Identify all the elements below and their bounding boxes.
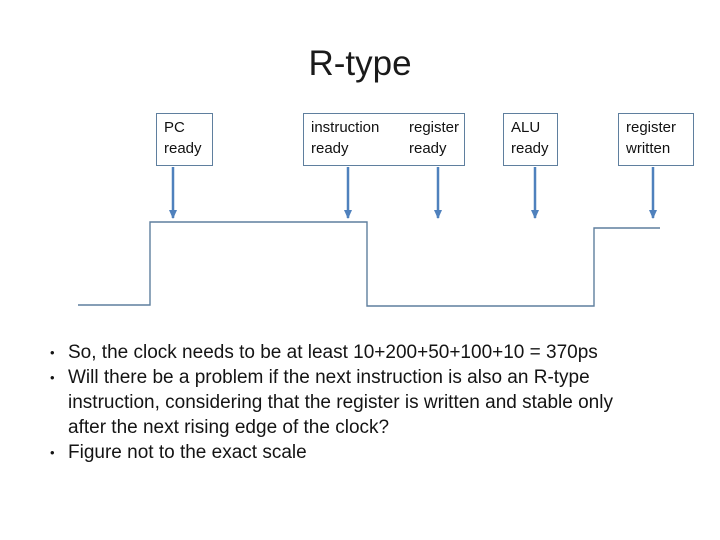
signal-box-alu-ready: ALU ready: [503, 113, 558, 166]
signal-label-line: instruction: [311, 119, 380, 136]
signal-box-pc-ready: PC ready: [156, 113, 213, 166]
bullet-text: Figure not to the exact scale: [68, 442, 307, 463]
bullet-text: Will there be a problem if the next inst…: [68, 367, 590, 388]
signal-label-line: ALU: [511, 119, 541, 136]
signal-box-instruction-ready: instruction ready: [303, 113, 403, 166]
slide-title: R-type: [308, 44, 412, 83]
signal-label-line: ready: [409, 140, 447, 157]
signal-label-line: ready: [511, 140, 549, 157]
clock-waveform: [78, 221, 660, 307]
bullet-list: • So, the clock needs to be at least 10+…: [40, 340, 700, 465]
bullet-text: So, the clock needs to be at least 10+20…: [68, 342, 598, 363]
signal-box-register-ready: register ready: [402, 113, 465, 166]
bullet-dot-icon: •: [50, 345, 55, 360]
bullet-dot-icon: •: [50, 445, 55, 460]
bullet-text-continuation: after the next rising edge of the clock?: [68, 417, 390, 438]
signal-box-register-written: register written: [618, 113, 694, 166]
bullet-text-continuation: instruction, considering that the regist…: [68, 392, 613, 413]
signal-label-line: ready: [164, 140, 202, 157]
signal-label-line: written: [626, 140, 671, 157]
bullet-dot-icon: •: [50, 370, 55, 385]
bullet-item: • Will there be a problem if the next in…: [40, 365, 700, 390]
signal-label-line: register: [409, 119, 460, 136]
bullet-item: • So, the clock needs to be at least 10+…: [40, 340, 700, 365]
signal-label-line: ready: [311, 140, 349, 157]
bullet-item: • Figure not to the exact scale: [40, 440, 700, 465]
signal-label-line: PC: [164, 119, 185, 136]
signal-label-line: register: [626, 119, 677, 136]
